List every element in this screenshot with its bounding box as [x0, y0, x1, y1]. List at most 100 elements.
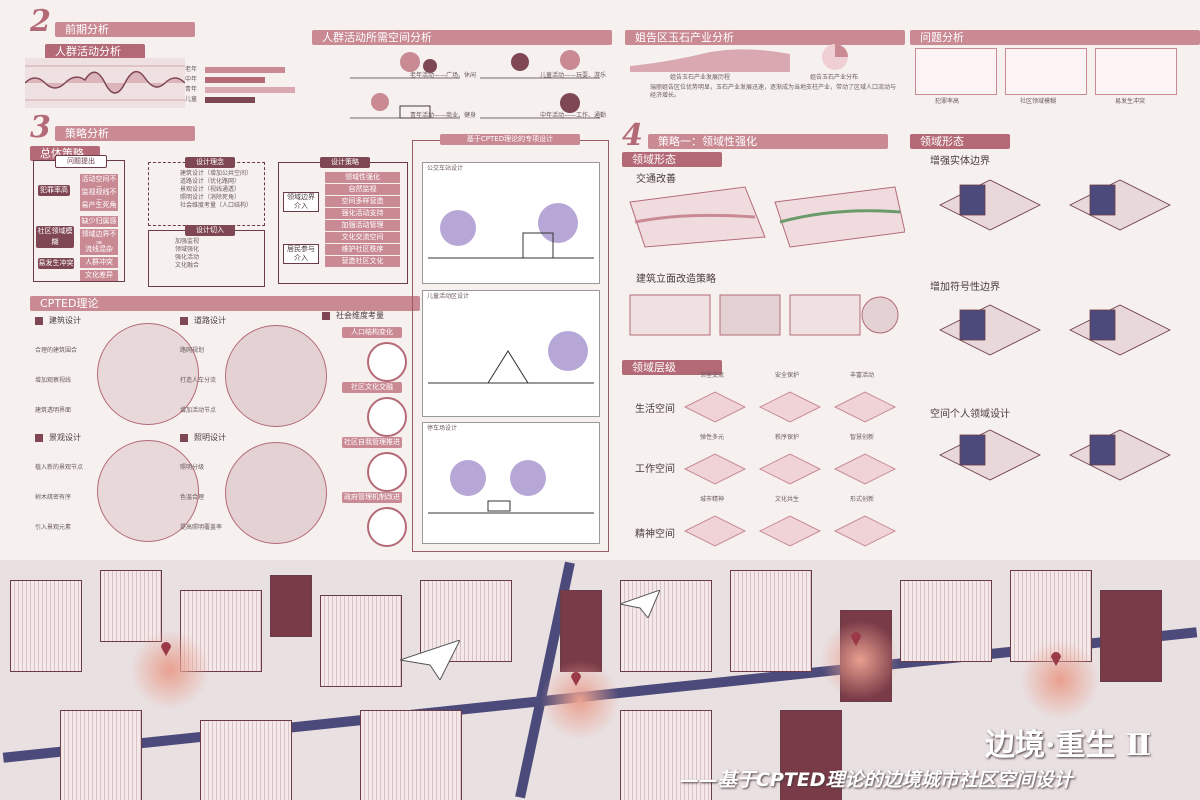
- light-sub: 提高照明覆盖率: [180, 524, 223, 531]
- row-label: 儿童: [185, 96, 198, 103]
- strategy-item: 空间多样营造: [325, 196, 400, 207]
- section3-title: 策略分析: [55, 126, 195, 141]
- heat-glow: [540, 660, 620, 740]
- heat-glow: [130, 630, 210, 710]
- strategy-item: 自然监视: [325, 184, 400, 195]
- bus-stop-panel: 公交车站设计: [422, 162, 600, 284]
- cut-header: 设计切入: [185, 225, 235, 236]
- social-icon: [322, 312, 330, 320]
- layer-2: 工作空间: [635, 464, 675, 475]
- layer-col: 城市精神: [700, 496, 725, 503]
- land-sub: 树木疏密有序: [35, 494, 72, 501]
- land-sub: 引入景观元素: [35, 524, 72, 531]
- industry-title: 姐告区玉石产业分析: [625, 30, 905, 45]
- building: [100, 570, 162, 642]
- row-label: 老年: [185, 66, 198, 73]
- space-label-2: 儿童活动——玩耍、游乐: [540, 72, 607, 79]
- arch-sub: 合理的建筑围合: [35, 347, 78, 354]
- city-scape: [0, 560, 1200, 800]
- building: [360, 710, 462, 800]
- problem-item: 文化差异: [80, 270, 118, 281]
- facade-drawing: [629, 294, 899, 336]
- light-circle: [225, 442, 327, 544]
- layer-col: 邻里交流: [700, 372, 725, 379]
- location-pin-icon: [571, 672, 581, 686]
- industry-pie-caption: 姐告玉石产业分布: [810, 74, 859, 81]
- space-label-4: 中年活动——工作、通勤: [540, 112, 607, 119]
- building: [780, 710, 842, 800]
- kids-area-panel: 儿童活动区设计: [422, 290, 600, 417]
- space-analysis-title: 人群活动所需空间分析: [312, 30, 612, 45]
- cpted-item-label: 景观设计: [49, 433, 81, 442]
- building: [1100, 590, 1162, 682]
- arch-sub: 建筑透明界面: [35, 407, 72, 414]
- land-sub: 植入新的景观节点: [35, 464, 84, 471]
- parking-label: 停车场设计: [427, 425, 458, 432]
- strategy-item: 文化交流空间: [325, 232, 400, 243]
- layer-1: 生活空间: [635, 404, 675, 415]
- social-group: 社区文化交融: [342, 382, 402, 393]
- layer-col: 形式创新: [850, 496, 875, 503]
- social-circle: [367, 452, 407, 492]
- industry-text: 瑞丽姐告区位优势明显，玉石产业发展迅速，逐渐成为当地支柱产业，带动了区域人口流动…: [650, 84, 897, 99]
- design-header: 设计理念: [185, 157, 235, 168]
- problem-img-3: [1095, 48, 1177, 95]
- special-design-title: 基于CPTED理论的专项设计: [440, 134, 580, 145]
- problem-group-2: 社区领域模糊: [36, 226, 74, 248]
- kids-area-label: 儿童活动区设计: [427, 293, 470, 300]
- layer-3: 精神空间: [635, 529, 675, 540]
- light-icon: [180, 434, 188, 442]
- road-icon: [180, 317, 188, 325]
- social-group: 人口结构变化: [342, 327, 402, 338]
- strategy-item: 加强活动管理: [325, 220, 400, 231]
- design-item: 景观设计（视线通透）: [180, 186, 241, 193]
- cpted-item-label: 道路设计: [194, 316, 226, 325]
- problem-img-1: [915, 48, 997, 95]
- strategy-side-2: 居民参与介入: [283, 244, 319, 264]
- cut-item: 领域强化: [175, 246, 200, 253]
- design-items: 建筑设计（增加公共空间） 道路设计（优化路网） 景观设计（视线通透） 照明设计（…: [180, 170, 260, 210]
- arch-icon: [35, 317, 43, 325]
- building: [10, 580, 82, 672]
- building: [560, 590, 602, 672]
- land-circle: [97, 440, 199, 542]
- road-sub: 增加活动节点: [180, 407, 217, 414]
- parking-panel: 停车场设计: [422, 422, 600, 544]
- layer-col: 文化共生: [775, 496, 800, 503]
- problem-group-3: 易发生冲突: [38, 258, 74, 269]
- space-needs-illustration: [350, 50, 600, 119]
- building: [270, 575, 312, 637]
- cut-items: 加强监视 领域强化 强化活动 文化融合: [175, 238, 255, 270]
- problem-label: 社区领域模糊: [1020, 98, 1057, 105]
- crowd-bars: [205, 67, 295, 103]
- strategy-item: 营造社区文化: [325, 256, 400, 267]
- location-pin-icon: [1051, 652, 1061, 666]
- problem-img-2: [1005, 48, 1087, 95]
- strategy-header: 设计策略: [320, 157, 370, 168]
- social-panel: 社会维度考量 人口结构变化 社区文化交融 社区自我管理推进 政府管理机制改进: [322, 310, 410, 547]
- road-sub: 路网规划: [180, 347, 205, 354]
- kids-area-drawing: [428, 331, 594, 384]
- section4-number: 4: [622, 118, 643, 153]
- building: [620, 710, 712, 800]
- cpted-land: 景观设计 植入新的景观节点 树木疏密有序 引入景观元素: [35, 432, 199, 547]
- building: [200, 720, 292, 800]
- space-label-3: 青年活动——商业、健身: [410, 112, 477, 119]
- building: [900, 580, 992, 662]
- problem-panel: 犯罪率高 社区领域模糊 易发生冲突: [910, 48, 1190, 108]
- layer-col: 弹性多元: [700, 434, 725, 441]
- social-circle: [367, 342, 407, 382]
- arch-circle: [97, 323, 199, 425]
- facade-title: 建筑立面改造策略: [636, 274, 716, 285]
- social-group: 社区自我管理推进: [342, 437, 402, 448]
- strategy-side-1: 领域边界介入: [283, 192, 319, 212]
- heat-glow: [820, 620, 900, 700]
- problem-item: 人群冲突: [80, 257, 118, 268]
- section2-title: 前期分析: [55, 22, 195, 37]
- location-pin-icon: [851, 632, 861, 646]
- industry-area-chart: [630, 49, 790, 72]
- social-title: 社会维度考量: [336, 311, 384, 320]
- building: [730, 570, 812, 672]
- row-label: 中年: [185, 76, 198, 83]
- strategy-item: 维护社区秩序: [325, 244, 400, 255]
